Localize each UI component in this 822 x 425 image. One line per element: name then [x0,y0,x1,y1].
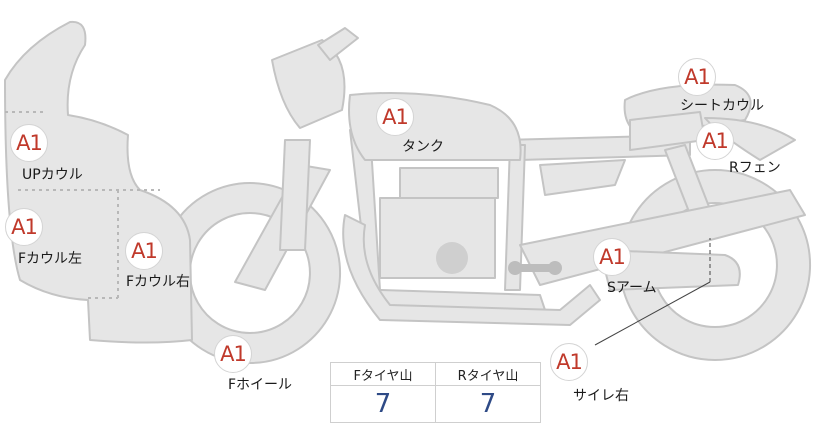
engine-cylinder [379,197,496,279]
silencer-leader [594,281,711,346]
rear-tire-value: 7 [435,385,541,423]
footpeg [510,264,560,272]
label-tank: タンク [402,139,444,155]
badge-seat-cowl: A1 [678,58,716,96]
engine-cover [436,242,468,274]
label-up-cowl: UPカウル [22,167,83,183]
footpeg-end-left [508,261,522,275]
footpeg-end-right [548,261,562,275]
engine-block [399,167,499,199]
rear-tire-header: Rタイヤ山 [435,362,541,386]
label-s-arm: Sアーム [607,280,657,296]
muffler [599,249,741,291]
rear-subframe [539,159,626,196]
label-f-cowl-left: Fカウル左 [18,251,83,267]
badge-r-fender: A1 [696,122,734,160]
front-tire-value: 7 [330,385,436,423]
badge-up-cowl: A1 [10,124,48,162]
front-tire-header: Fタイヤ山 [330,362,436,386]
tire-tread-table: Fタイヤ山 Rタイヤ山 7 7 [330,362,541,423]
badge-f-cowl-left: A1 [5,208,43,246]
label-silencer-right: サイレ右 [573,388,629,404]
badge-f-wheel: A1 [214,335,252,373]
badge-f-cowl-right: A1 [125,232,163,270]
lower-frame [342,214,601,326]
label-f-wheel: Fホイール [228,377,293,393]
handlebar [317,27,359,61]
badge-s-arm: A1 [593,238,631,276]
label-f-cowl-right: Fカウル右 [126,274,191,290]
label-seat-cowl: シートカウル [680,98,764,114]
fork-upper [279,139,311,251]
badge-tank: A1 [376,98,414,136]
label-r-fender: Rフェン [729,160,781,176]
badge-silencer-right: A1 [550,343,588,381]
